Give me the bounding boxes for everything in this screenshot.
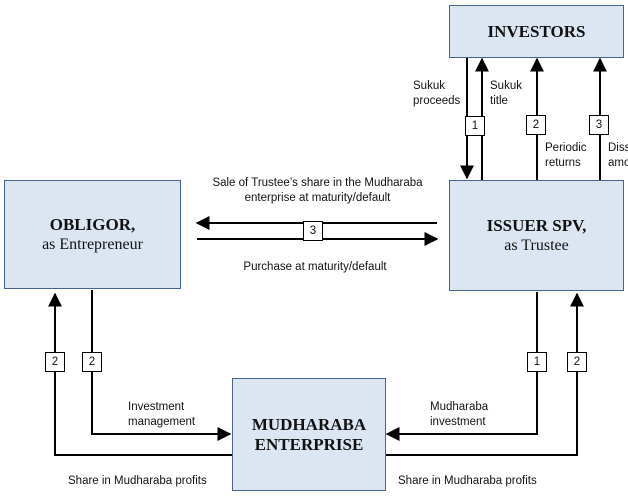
obligor-subtitle: as Entrepreneur bbox=[42, 235, 143, 253]
investors-title: INVESTORS bbox=[487, 21, 586, 41]
step-investor-2: 2 bbox=[526, 115, 546, 135]
step-obligor-right-2: 2 bbox=[82, 352, 102, 372]
step-obligor-left-2: 2 bbox=[45, 352, 65, 372]
issuer-subtitle: as Trustee bbox=[504, 236, 569, 254]
investors-box: INVESTORS bbox=[449, 5, 624, 58]
step-investor-1: 1 bbox=[465, 116, 485, 136]
label-sukuk-title: Sukuk title bbox=[490, 80, 522, 107]
label-share-profits-right: Share in Mudharaba profits bbox=[398, 475, 537, 487]
mudharaba-subtitle: ENTERPRISE bbox=[254, 434, 364, 454]
obligor-title: OBLIGOR, bbox=[49, 214, 136, 234]
label-periodic-returns: Periodic returns bbox=[545, 142, 587, 169]
obligor-box: OBLIGOR, as Entrepreneur bbox=[4, 180, 181, 289]
label-share-profits-left: Share in Mudharaba profits bbox=[68, 475, 207, 487]
mudharaba-enterprise-box: MUDHARABA ENTERPRISE bbox=[232, 378, 386, 491]
label-mudharaba-investment: Mudharaba investment bbox=[430, 401, 489, 428]
label-dissolution-partial: Diss amo bbox=[608, 142, 628, 169]
label-sale-share: Sale of Trustee’s share in the Mudharaba… bbox=[212, 177, 423, 204]
mudharaba-title: MUDHARABA bbox=[251, 414, 367, 434]
arrow-mudharaba-investment bbox=[385, 292, 538, 441]
arrow-investment-management bbox=[91, 290, 232, 441]
issuer-spv-box: ISSUER SPV, as Trustee bbox=[449, 180, 624, 291]
arrow-share-profits-right bbox=[386, 292, 584, 456]
step-middle-3: 3 bbox=[303, 221, 323, 241]
issuer-title: ISSUER SPV, bbox=[486, 215, 587, 235]
arrow-share-profits-left bbox=[48, 292, 232, 456]
step-investor-3: 3 bbox=[589, 115, 609, 135]
label-purchase: Purchase at maturity/default bbox=[243, 261, 387, 273]
step-issuer-left-1: 1 bbox=[527, 352, 547, 372]
label-sukuk-proceeds: Sukuk proceeds bbox=[413, 80, 461, 107]
step-issuer-right-2: 2 bbox=[567, 352, 587, 372]
label-investment-management: Investment management bbox=[128, 401, 196, 428]
